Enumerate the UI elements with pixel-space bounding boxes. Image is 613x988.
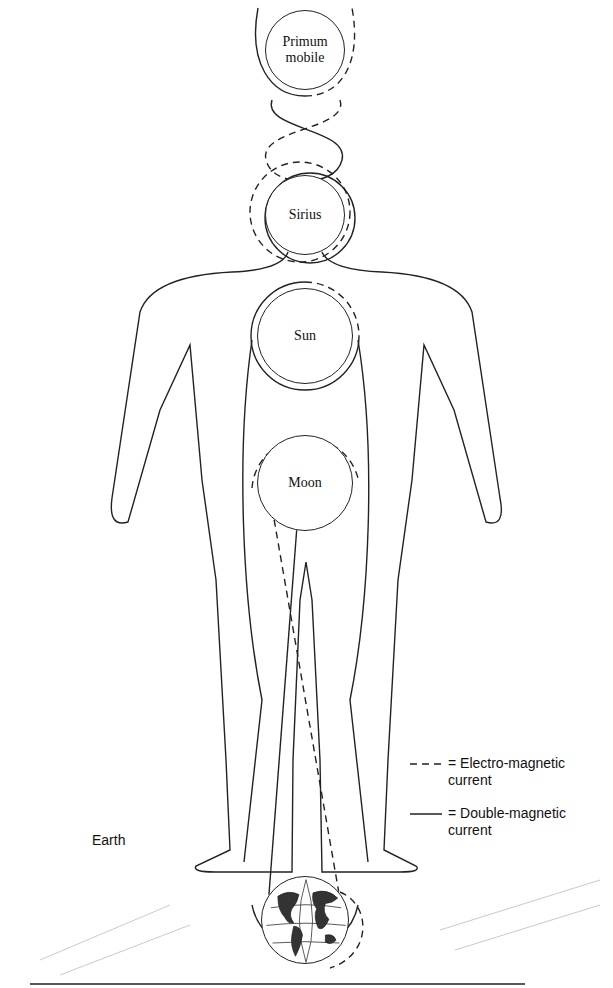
legend-sample (408, 755, 444, 771)
circle-label: Primum mobile (274, 34, 336, 66)
sirius-circle: Sirius (265, 175, 345, 255)
double-magnetic-current (271, 100, 342, 180)
legend-entry: = Double-magnetic current (408, 805, 598, 839)
legend-entry: = Electro-magnetic current (408, 755, 598, 789)
double-magnetic-current (243, 340, 262, 862)
body-outline (111, 252, 501, 872)
earth-circle: Earth (261, 876, 349, 964)
double-magnetic-current (350, 340, 369, 862)
double-magnetic-current (265, 173, 355, 263)
sun-circle: Sun (257, 288, 353, 384)
circle-label: Moon (288, 475, 321, 491)
moon-circle: Moon (257, 435, 353, 531)
double-magnetic-current (269, 530, 297, 894)
primum-mobile-circle: Primum mobile (265, 10, 345, 90)
globe-drawing (262, 877, 350, 965)
double-magnetic-current (251, 282, 359, 390)
legend-label: = Double-magnetic current (448, 805, 598, 839)
circle-label: Sun (294, 328, 316, 344)
electro-magnetic-current (274, 520, 339, 892)
circle-label: Sirius (289, 207, 322, 223)
legend-label: = Electro-magnetic current (448, 755, 598, 789)
circle-label: Earth (92, 832, 125, 848)
electro-magnetic-current (250, 162, 350, 262)
legend-sample (408, 805, 444, 821)
ground-line (30, 983, 525, 984)
